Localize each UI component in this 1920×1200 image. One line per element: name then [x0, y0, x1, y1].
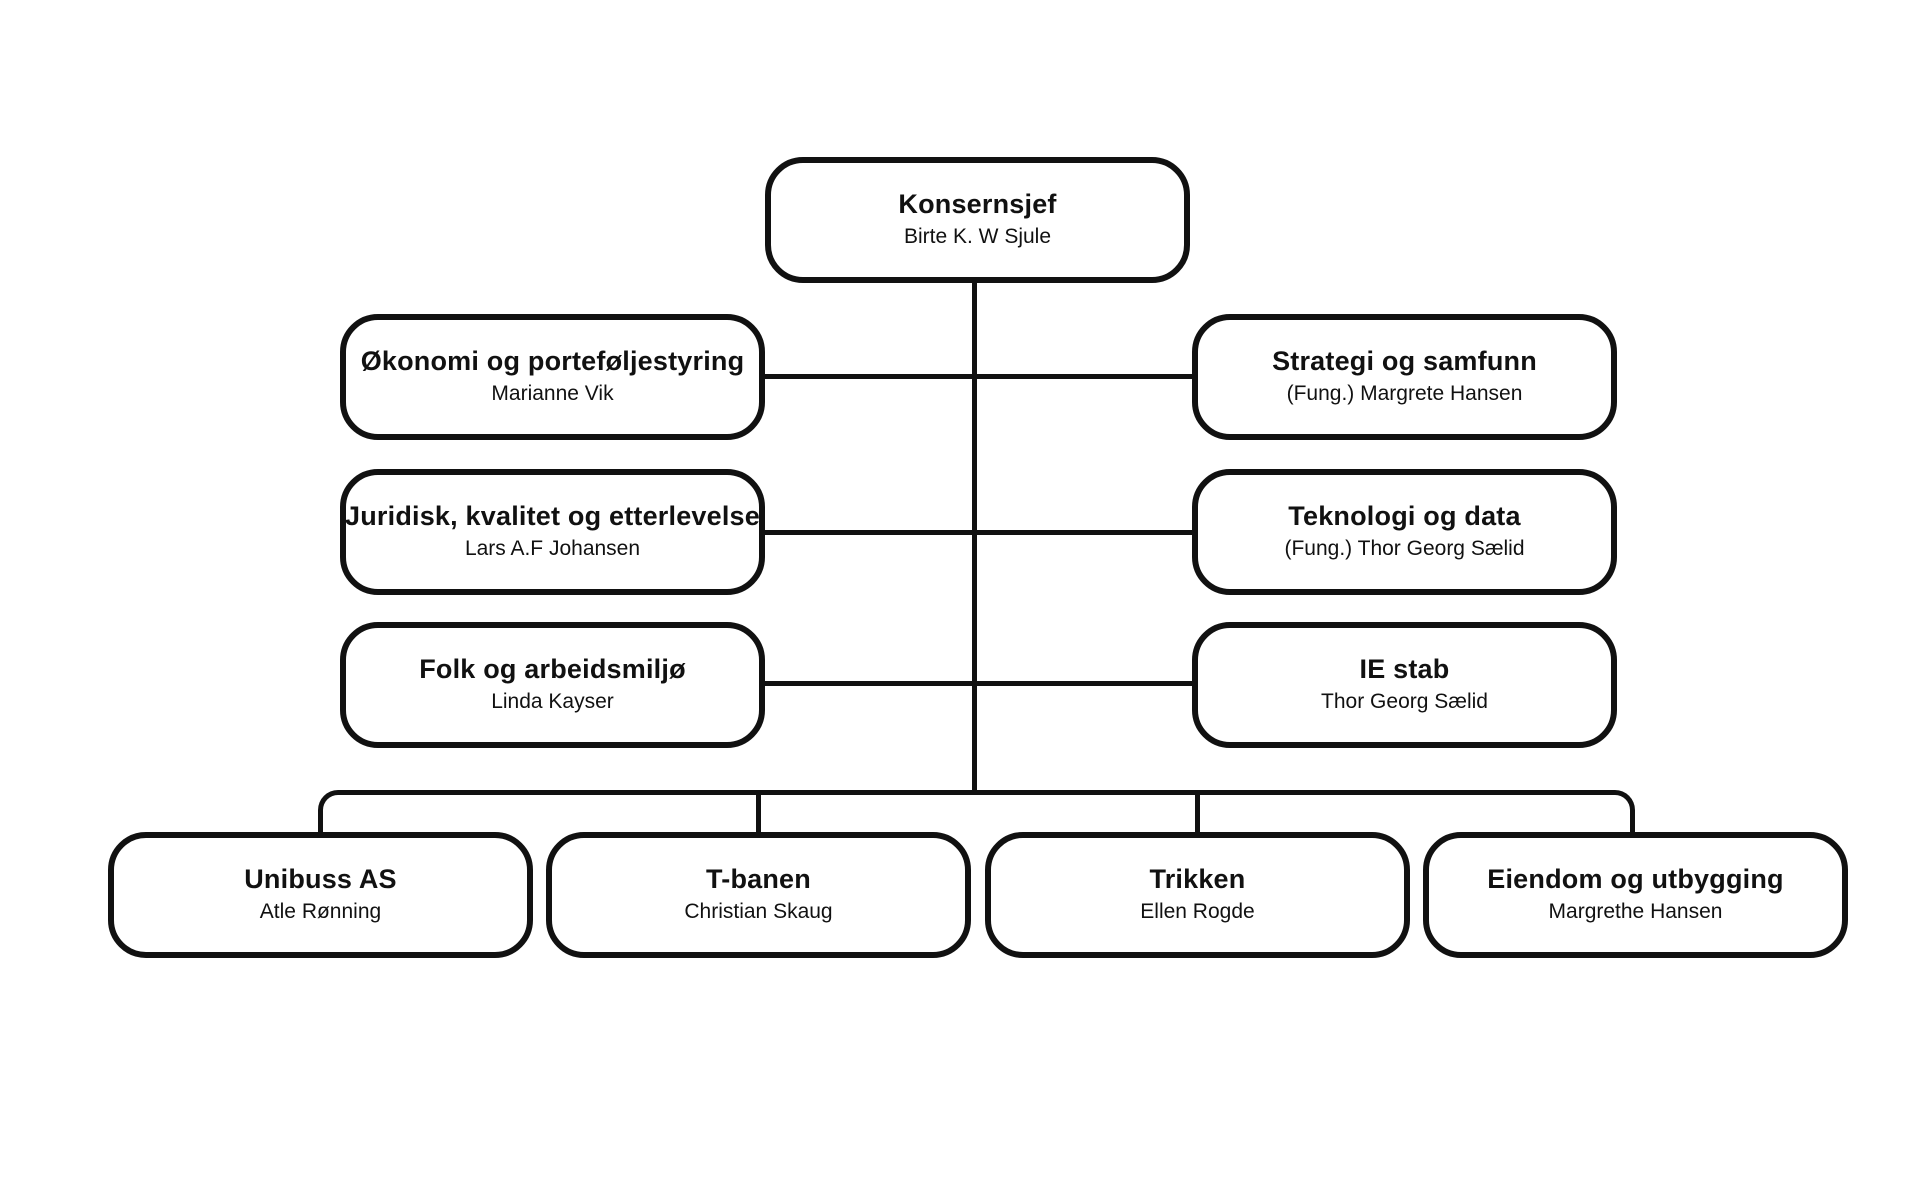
node-title: T-banen [706, 864, 811, 895]
node-title: Strategi og samfunn [1272, 346, 1537, 377]
node-person: Christian Skaug [684, 900, 833, 924]
connector-row-3 [763, 681, 1192, 686]
connector-stub-tbanen [756, 792, 761, 834]
node-title: Konsernsjef [898, 189, 1057, 220]
connector-center-vertical [972, 283, 977, 792]
org-node-konsernsjef: Konsernsjef Birte K. W Sjule [765, 157, 1190, 283]
node-title: Økonomi og porteføljestyring [360, 346, 745, 377]
node-title: Eiendom og utbygging [1487, 864, 1784, 895]
connector-row-2 [763, 530, 1192, 535]
node-title: Teknologi og data [1288, 501, 1521, 532]
org-node-eiendom-og-utbygging: Eiendom og utbygging Margrethe Hansen [1423, 832, 1848, 958]
org-node-okonomi-og-portefoljestyring: Økonomi og porteføljestyring Marianne Vi… [340, 314, 765, 440]
org-node-t-banen: T-banen Christian Skaug [546, 832, 971, 958]
node-person: Lars A.F Johansen [464, 537, 641, 561]
node-title: Folk og arbeidsmiljø [419, 654, 686, 685]
node-title: IE stab [1359, 654, 1450, 685]
node-person: Birte K. W Sjule [903, 225, 1052, 249]
org-node-trikken: Trikken Ellen Rogde [985, 832, 1410, 958]
node-person: Thor Georg Sælid [1321, 690, 1488, 714]
connector-stub-trikken [1195, 792, 1200, 834]
node-person: (Fung.) Thor Georg Sælid [1284, 537, 1525, 561]
connector-bottom-bus [318, 790, 1635, 834]
node-title: Trikken [1149, 864, 1246, 895]
org-node-juridisk-kvalitet-og-etterlevelse: Juridisk, kvalitet og etterlevelse Lars … [340, 469, 765, 595]
node-person: Atle Rønning [259, 900, 382, 924]
org-node-strategi-og-samfunn: Strategi og samfunn (Fung.) Margrete Han… [1192, 314, 1617, 440]
node-person: (Fung.) Margrete Hansen [1286, 382, 1523, 406]
node-title: Juridisk, kvalitet og etterlevelse [345, 501, 760, 532]
node-title: Unibuss AS [244, 864, 397, 895]
org-node-ie-stab: IE stab Thor Georg Sælid [1192, 622, 1617, 748]
node-person: Marianne Vik [491, 382, 614, 406]
node-person: Margrethe Hansen [1548, 900, 1723, 924]
node-person: Linda Kayser [491, 690, 614, 714]
org-node-unibuss-as: Unibuss AS Atle Rønning [108, 832, 533, 958]
node-person: Ellen Rogde [1140, 900, 1255, 924]
org-node-teknologi-og-data: Teknologi og data (Fung.) Thor Georg Sæl… [1192, 469, 1617, 595]
org-node-folk-og-arbeidsmiljo: Folk og arbeidsmiljø Linda Kayser [340, 622, 765, 748]
connector-row-1 [763, 374, 1192, 379]
